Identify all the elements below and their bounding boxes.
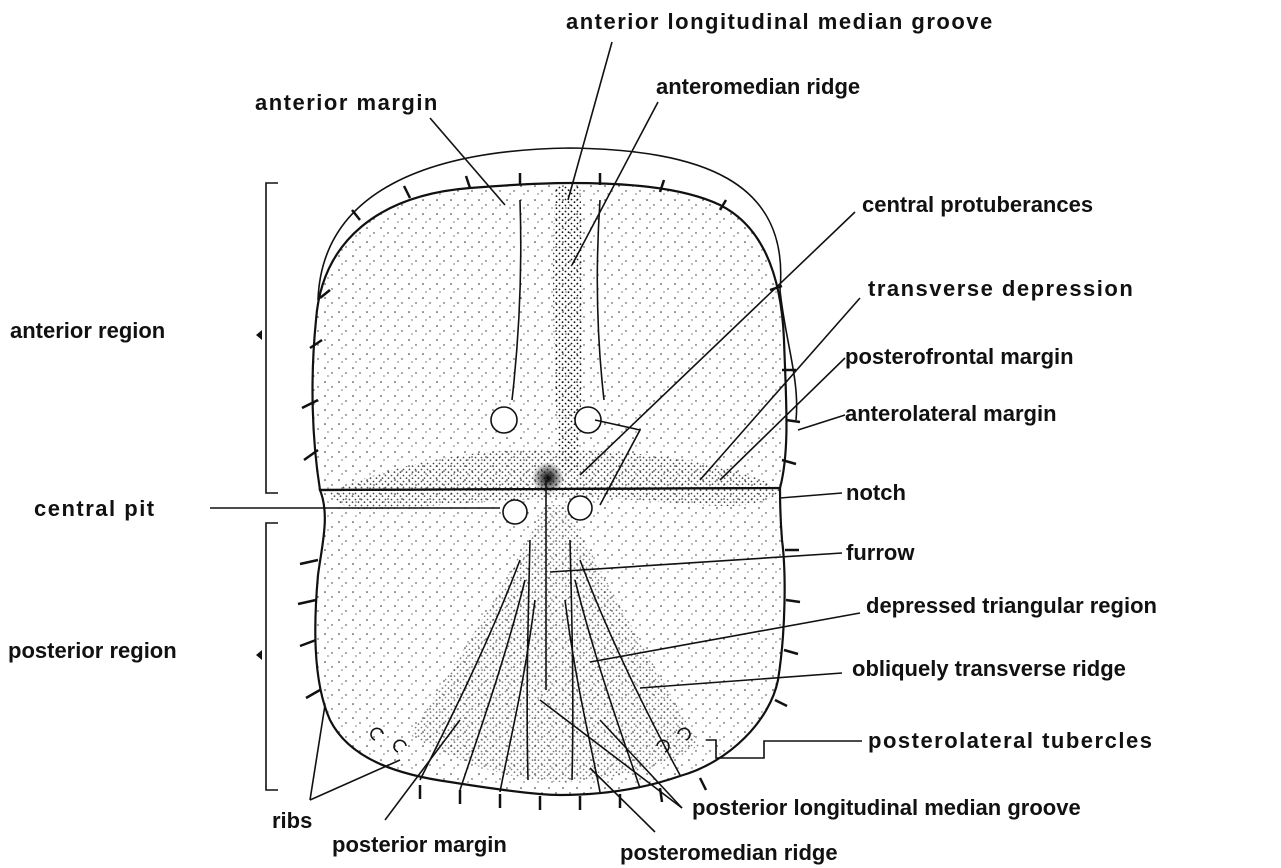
label-posterior-longitudinal-median-groove: posterior longitudinal median groove	[692, 795, 1081, 820]
leader-notch	[780, 493, 842, 498]
label-central-protuberances: central protuberances	[862, 192, 1093, 217]
leader-anterolateral-margin	[798, 415, 845, 430]
label-central-pit: central pit	[34, 496, 156, 521]
label-posteromedian-ridge: posteromedian ridge	[620, 840, 838, 865]
label-anterior-longitudinal-median-groove: anterior longitudinal median groove	[566, 9, 994, 34]
anterior-region-bracket	[256, 183, 278, 493]
anterior-region-body	[313, 183, 787, 490]
label-notch: notch	[846, 480, 906, 505]
label-posterior-region: posterior region	[8, 638, 177, 663]
label-depressed-triangular-region: depressed triangular region	[866, 593, 1157, 618]
leader-ribs-1	[310, 705, 325, 800]
posterior-region-bracket	[256, 523, 278, 790]
carapace-outline	[298, 148, 800, 810]
label-anterior-margin: anterior margin	[255, 90, 439, 115]
label-anterior-region: anterior region	[10, 318, 165, 343]
label-transverse-depression: transverse depression	[868, 276, 1134, 301]
label-posterolateral-tubercles: posterolateral tubercles	[868, 728, 1153, 753]
label-obliquely-transverse-ridge: obliquely transverse ridge	[852, 656, 1126, 681]
label-posterior-margin: posterior margin	[332, 832, 507, 857]
central-pit-shape	[532, 462, 564, 494]
label-ribs: ribs	[272, 808, 312, 833]
label-anterolateral-margin: anterolateral margin	[845, 401, 1057, 426]
leader-ribs-2	[310, 760, 400, 800]
leader-anterior-longitudinal-median-groove	[568, 42, 612, 200]
label-posterofrontal-margin: posterofrontal margin	[845, 344, 1074, 369]
label-anteromedian-ridge: anteromedian ridge	[656, 74, 860, 99]
label-furrow: furrow	[846, 540, 915, 565]
